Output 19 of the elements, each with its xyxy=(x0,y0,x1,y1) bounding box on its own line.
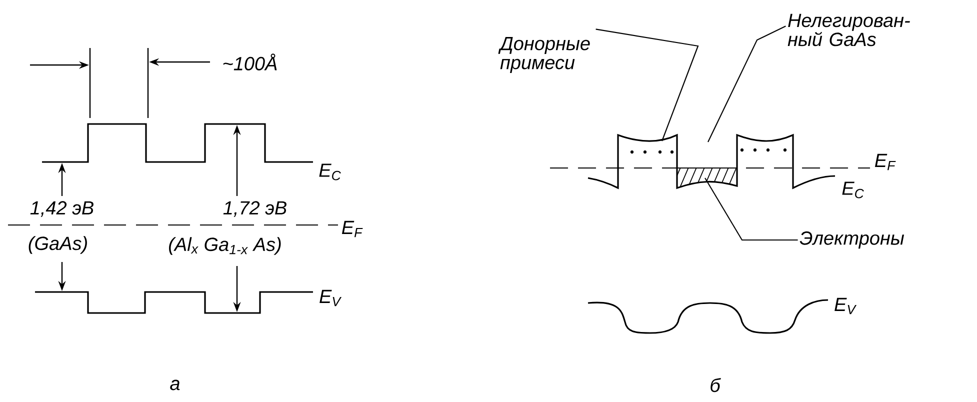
band-label: E$_{C}$ xyxy=(842,182,864,198)
energy-label: 1,72 эВ xyxy=(223,201,286,217)
material-label: (GaAs) xyxy=(28,236,87,254)
energy-label: 1,42 эВ xyxy=(30,201,94,217)
leader-line xyxy=(708,26,786,142)
band-label: E$_{F}$ xyxy=(874,154,896,170)
dimension-label: ~100Å xyxy=(223,54,277,70)
callout-text: Электроны xyxy=(800,231,904,249)
callout-text: Нелегирован-ный GaAs xyxy=(788,14,910,46)
panel-label: а xyxy=(170,380,180,390)
band-label: E$_{V}$ xyxy=(834,298,857,314)
band-label: E$_{C}$ xyxy=(319,164,341,180)
material-label: (Al$_{x}$ Ga$_{1-x}$ As) xyxy=(169,237,281,255)
leader-line xyxy=(596,28,699,142)
leader-line xyxy=(704,178,798,241)
band-label: E$_{F}$ xyxy=(342,220,363,238)
panel-label: б xyxy=(710,378,721,392)
band-label: E$_{V}$ xyxy=(320,290,342,306)
callout-text: Донорные примеси xyxy=(498,37,590,73)
